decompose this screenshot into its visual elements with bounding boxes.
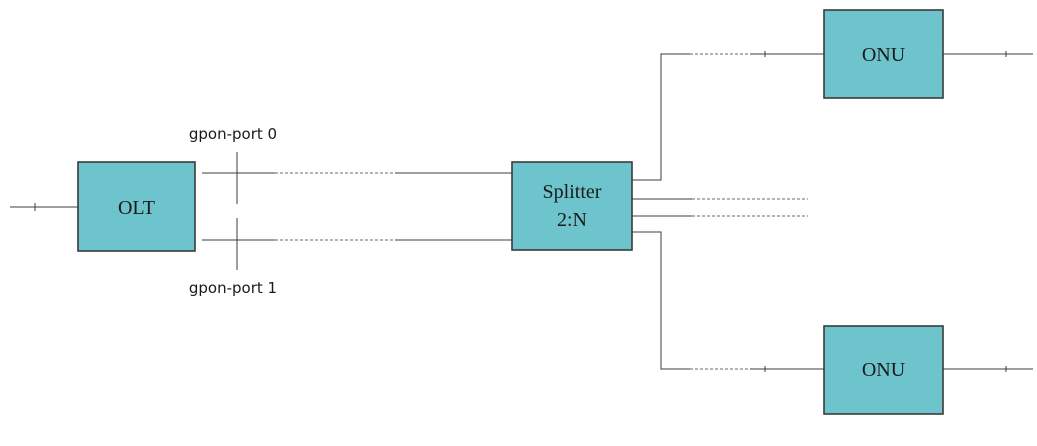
splitter-to-onu-top-link	[632, 51, 824, 181]
splitter-node: Splitter 2:N	[511, 161, 633, 251]
gpon-port-1-label: gpon-port 1	[189, 279, 277, 297]
onu-top-output-link	[943, 51, 1033, 57]
olt-box	[77, 161, 196, 252]
splitter-box	[511, 161, 633, 251]
splitter-ratio-label: 2:N	[557, 209, 587, 231]
onu-top-label: ONU	[862, 44, 906, 66]
olt-node: OLT	[77, 161, 196, 252]
onu-bottom-output-link	[943, 366, 1033, 372]
gpon-port-0-label: gpon-port 0	[189, 125, 277, 143]
onu-bottom-label: ONU	[862, 359, 906, 381]
olt-label: OLT	[118, 197, 155, 219]
onu-bottom-box	[823, 325, 944, 415]
onu-bottom-node: ONU	[823, 325, 944, 415]
splitter-middle-branches	[632, 198, 808, 217]
olt-input-link	[10, 203, 78, 211]
onu-top-node: ONU	[823, 9, 944, 99]
splitter-label: Splitter	[543, 181, 602, 203]
splitter-to-onu-bottom-link	[632, 231, 824, 372]
onu-top-box	[823, 9, 944, 99]
